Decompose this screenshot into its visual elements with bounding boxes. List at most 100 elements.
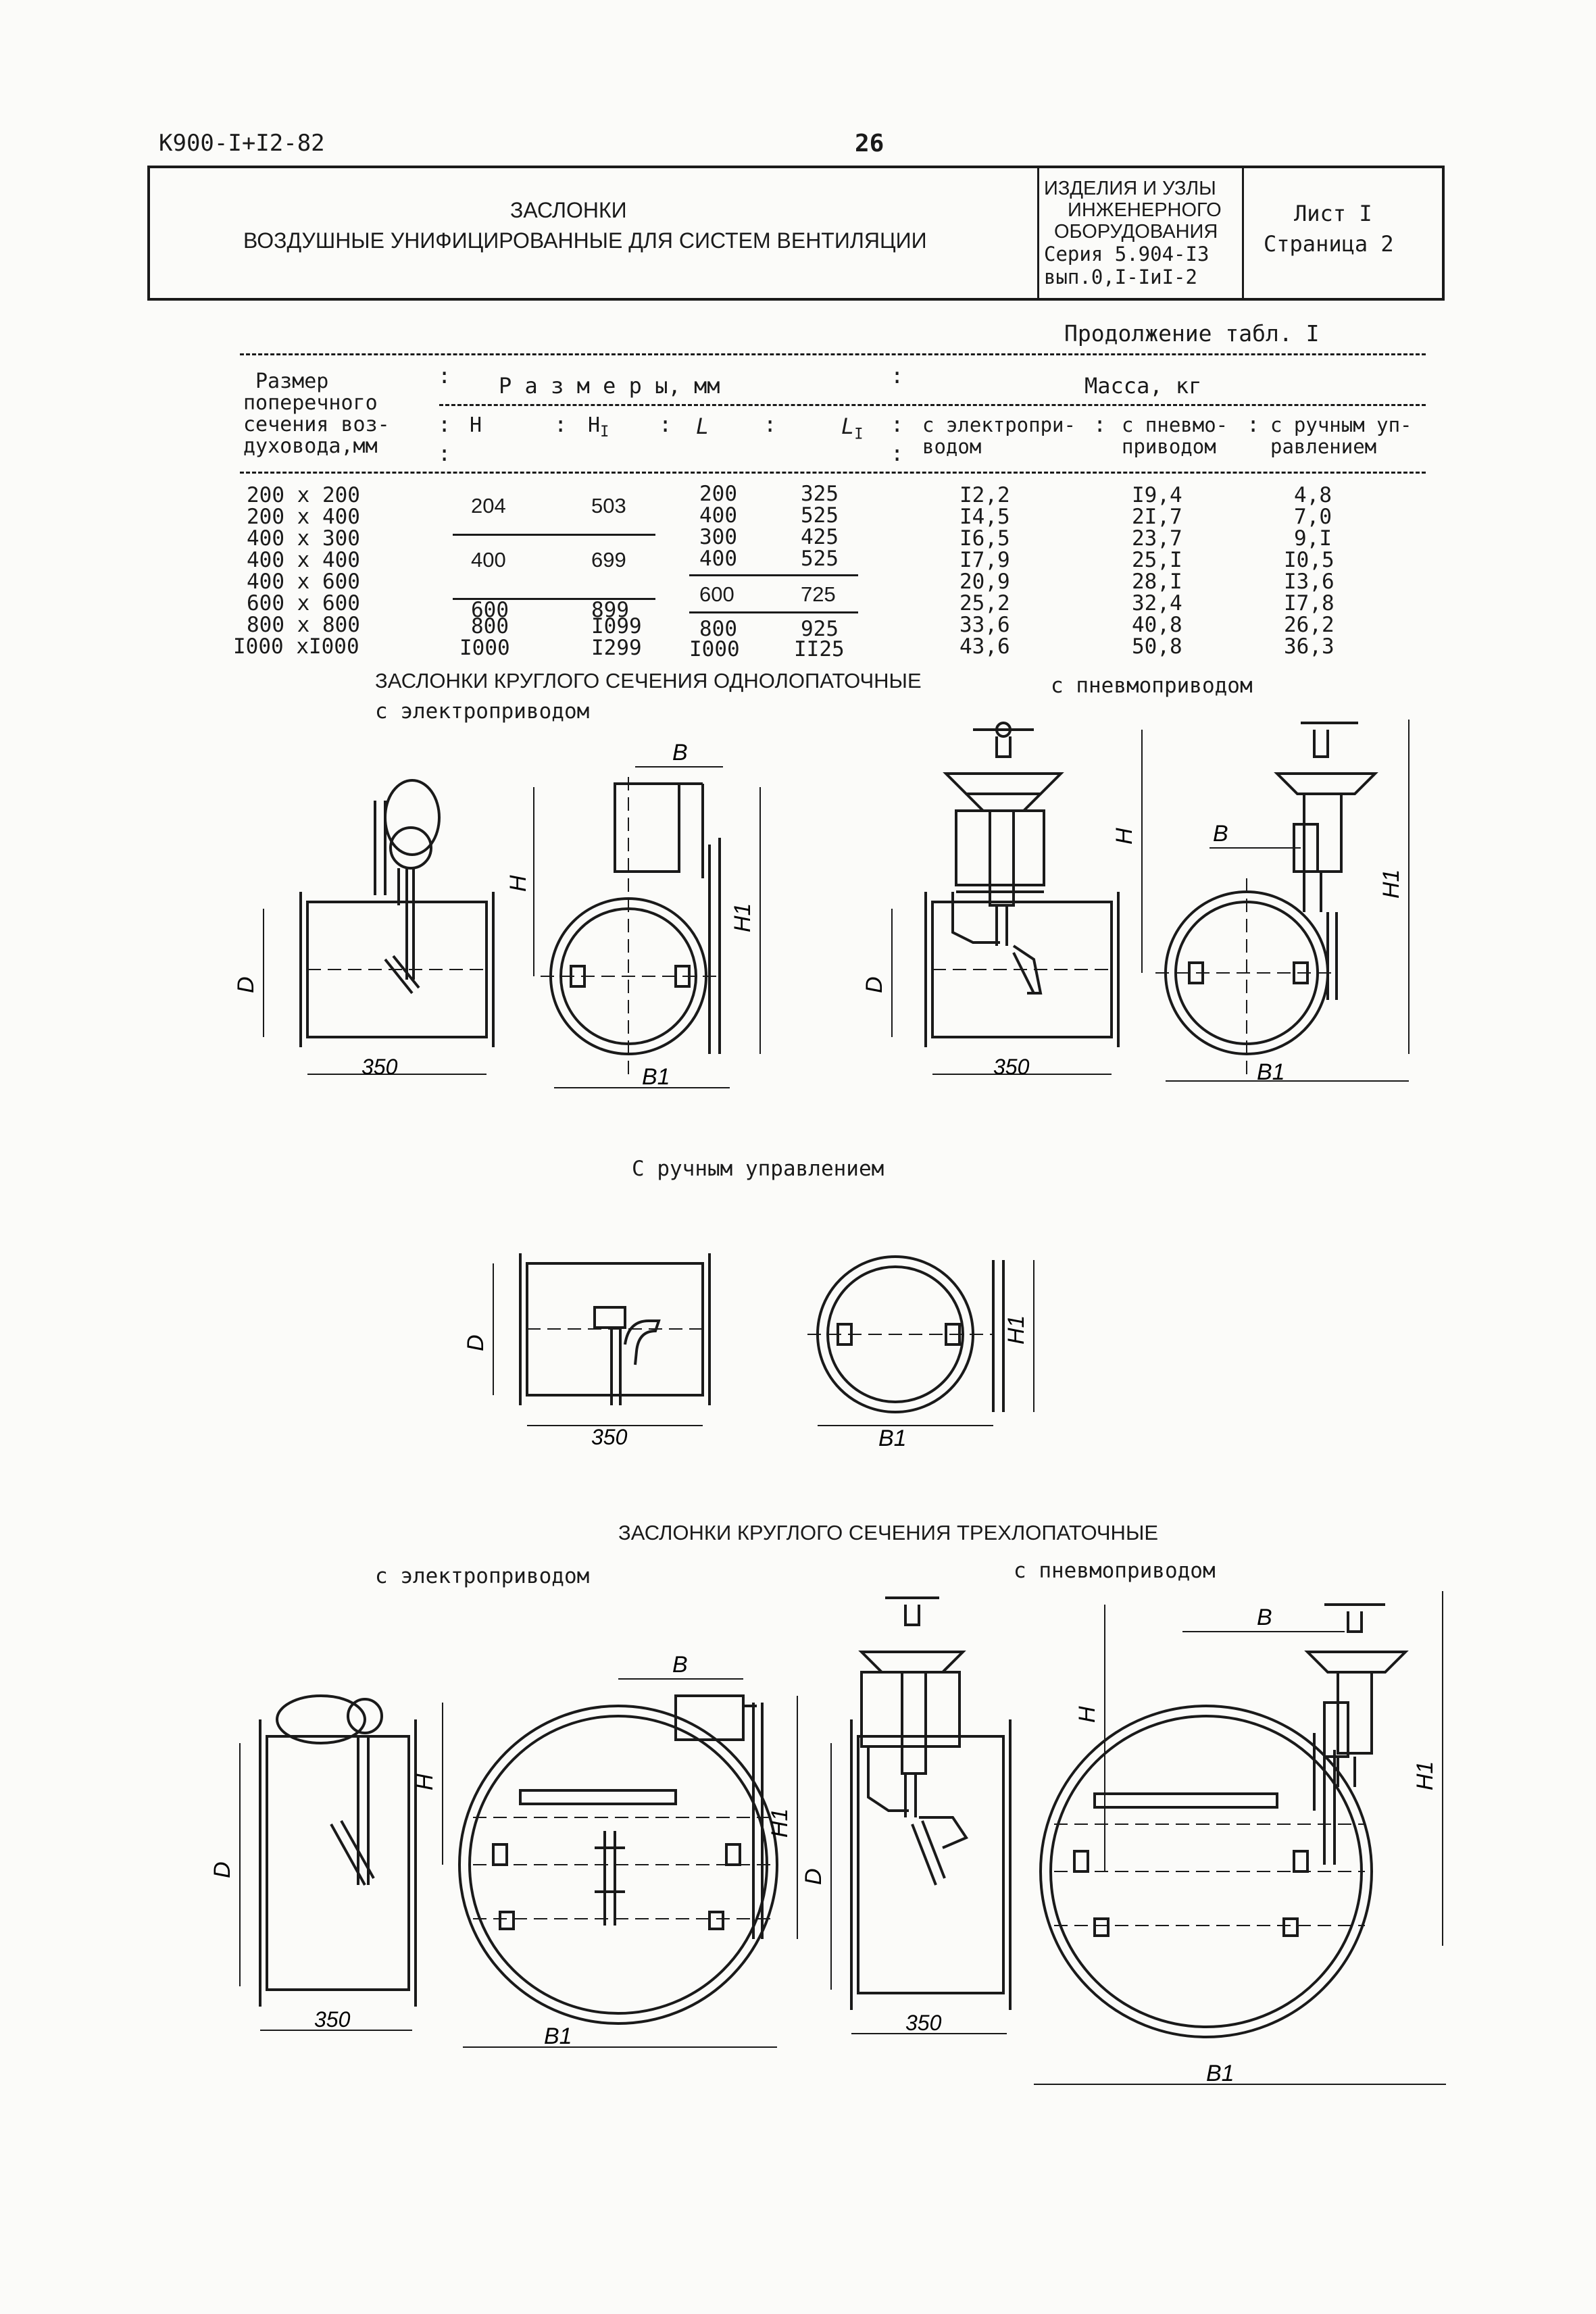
table-cell: 28,I bbox=[1132, 570, 1182, 594]
dim-length-4: 350 bbox=[314, 2007, 351, 2032]
dim-B1-2: B1 bbox=[1257, 1059, 1285, 1085]
col-pneumo-line-2: приводом bbox=[1122, 435, 1216, 458]
col-electric-line-2: водом bbox=[922, 435, 982, 458]
col-size-line-1: Размер bbox=[255, 370, 329, 393]
dim-B1-3: B1 bbox=[878, 1426, 907, 1451]
table-cell: 425 bbox=[801, 525, 839, 549]
col-l-header: L bbox=[696, 413, 709, 439]
table-cell: 200 bbox=[699, 482, 737, 506]
table-cell: I7,8 bbox=[1284, 591, 1335, 615]
col-electric-line-1: с электропри- bbox=[922, 413, 1076, 436]
table-cell: 699 bbox=[591, 548, 626, 572]
table-cell: I0,5 bbox=[1284, 548, 1335, 572]
table-cell: 40,8 bbox=[1132, 613, 1182, 637]
table-cell: 32,4 bbox=[1132, 591, 1182, 615]
section2-pneumo-label: с пневмоприводом bbox=[1014, 1559, 1216, 1583]
dim-B-1: B bbox=[672, 740, 688, 765]
table-cell: 600 x 600 bbox=[247, 591, 360, 615]
table-cell: 300 bbox=[699, 525, 737, 549]
page-number: 26 bbox=[855, 130, 884, 157]
table-cell: 899 bbox=[591, 598, 629, 622]
dim-H1-5: H1 bbox=[1412, 1761, 1438, 1790]
table-cell: 600 bbox=[699, 582, 734, 606]
table-cell: I3,6 bbox=[1284, 570, 1335, 594]
section1-title: ЗАСЛОНКИ КРУГЛОГО СЕЧЕНИЯ ОДНОЛОПАТОЧНЫЕ bbox=[375, 669, 922, 693]
table-cell: I9,4 bbox=[1132, 483, 1182, 507]
dim-H1-3: H1 bbox=[1003, 1315, 1029, 1344]
table-cell: 200 x 200 bbox=[247, 483, 360, 507]
table-cell: 400 x 400 bbox=[247, 548, 360, 572]
table-cell: 725 bbox=[801, 582, 836, 606]
dim-D-3: D bbox=[463, 1334, 489, 1351]
col-size-line-3: сечения воз- bbox=[243, 413, 390, 436]
table-cell: I099 bbox=[591, 614, 642, 638]
title-line-1: ЗАСЛОНКИ bbox=[510, 198, 627, 222]
table-cell: 20,9 bbox=[959, 570, 1010, 594]
table-cell: 25,I bbox=[1132, 548, 1182, 572]
table-cell: 4,8 bbox=[1294, 483, 1332, 507]
dim-D-2: D bbox=[862, 976, 887, 993]
dim-B-4: B bbox=[1257, 1605, 1272, 1630]
title-line-2: ВОЗДУШНЫЕ УНИФИЦИРОВАННЫЕ ДЛЯ СИСТЕМ ВЕН… bbox=[243, 228, 927, 253]
col-manual-line-1: с ручным уп- bbox=[1270, 413, 1412, 436]
dim-B1-5: B1 bbox=[1206, 2061, 1235, 2086]
dim-H1-4: H1 bbox=[767, 1809, 793, 1838]
table-cell: I299 bbox=[591, 636, 642, 660]
table-cell: 525 bbox=[801, 503, 839, 528]
sheet-label: Лист I bbox=[1294, 201, 1372, 226]
dim-B1-1: B1 bbox=[642, 1064, 670, 1090]
table-cell: 400 bbox=[471, 548, 506, 572]
dim-B-3: B bbox=[672, 1652, 688, 1678]
col-mass-header: Масса, кг bbox=[1084, 373, 1202, 399]
dim-H-3: H bbox=[412, 1774, 438, 1790]
dim-H1-2: H1 bbox=[1378, 870, 1404, 899]
table-cell: 400 bbox=[699, 503, 737, 528]
table-cell: 800 bbox=[471, 614, 509, 638]
table-cell: I000 xI000 bbox=[233, 634, 359, 659]
section1-manual-label: С ручным управлением bbox=[632, 1157, 884, 1181]
table-cell: 400 bbox=[699, 547, 737, 571]
table-cell: 25,2 bbox=[959, 591, 1010, 615]
col-l1-header: LI bbox=[841, 413, 864, 443]
series-line-4: Серия 5.904-I3 bbox=[1044, 243, 1210, 266]
table-cell: I4,5 bbox=[959, 505, 1010, 529]
table-cell: I000 bbox=[689, 637, 740, 661]
col-size-line-2: поперечного bbox=[243, 391, 378, 415]
dim-length-1: 350 bbox=[361, 1055, 398, 1079]
dim-D-4: D bbox=[209, 1861, 235, 1878]
table-cell: II25 bbox=[794, 637, 845, 661]
table-caption: Продолжение табл. I bbox=[1064, 320, 1320, 347]
col-dims-header: Р а з м е р ы, мм bbox=[499, 373, 720, 399]
dim-D-1: D bbox=[233, 976, 259, 993]
dim-H-2: H bbox=[1112, 828, 1137, 845]
table-cell: 43,6 bbox=[959, 634, 1010, 659]
dim-D-5: D bbox=[801, 1868, 826, 1885]
table-cell: 33,6 bbox=[959, 613, 1010, 637]
doc-code: К900-I+I2-82 bbox=[159, 130, 325, 157]
table-cell: 800 x 800 bbox=[247, 613, 360, 637]
table-cell: 204 bbox=[471, 494, 506, 518]
table-cell: 400 x 600 bbox=[247, 570, 360, 594]
table-cell: 800 bbox=[699, 617, 737, 641]
dim-H-4: H bbox=[1074, 1706, 1100, 1723]
dim-length-5: 350 bbox=[905, 2011, 942, 2035]
table-cell: I2,2 bbox=[959, 483, 1010, 507]
series-line-2: ИНЖЕНЕРНОГО bbox=[1068, 199, 1222, 221]
section1-electric-label: с электроприводом bbox=[375, 699, 590, 724]
table-cell: 50,8 bbox=[1132, 634, 1182, 659]
col-size-line-4: духовода,мм bbox=[243, 434, 378, 458]
col-manual-line-2: равлением bbox=[1270, 435, 1377, 458]
section2-title: ЗАСЛОНКИ КРУГЛОГО СЕЧЕНИЯ ТРЕХЛОПАТОЧНЫЕ bbox=[618, 1521, 1159, 1544]
series-line-1: ИЗДЕЛИЯ И УЗЛЫ bbox=[1044, 178, 1216, 199]
section2-electric-label: с электроприводом bbox=[375, 1564, 590, 1588]
table-cell: I000 bbox=[459, 636, 510, 660]
